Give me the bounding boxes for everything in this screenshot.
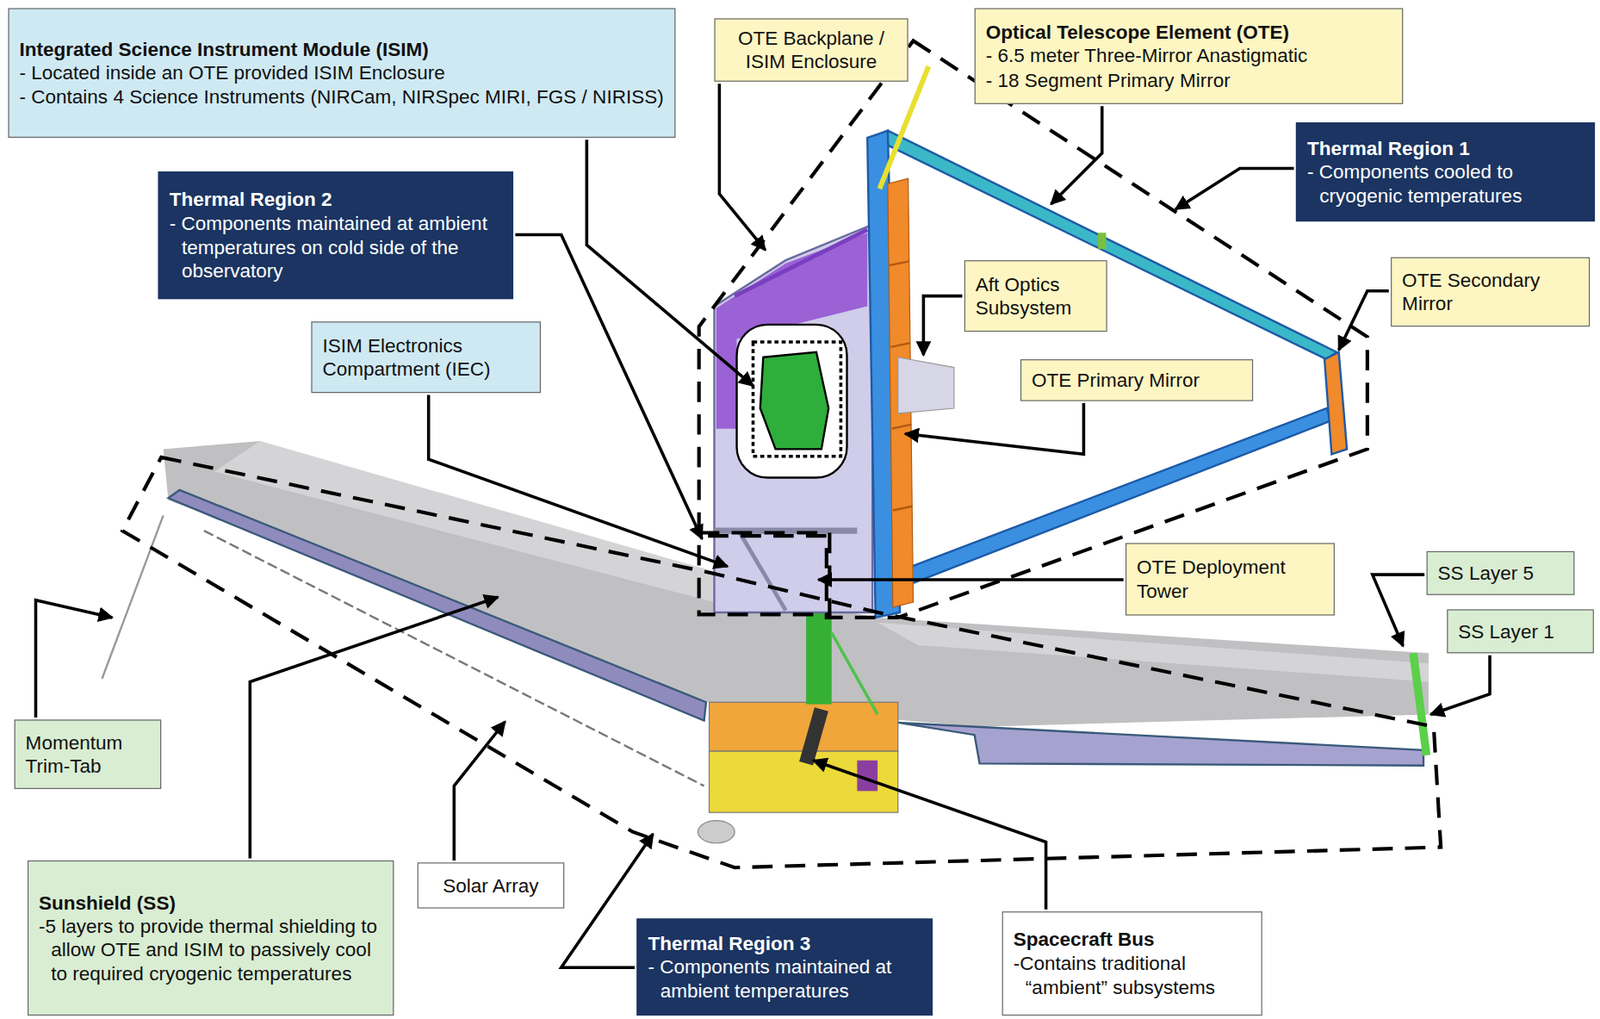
leader-line [453, 721, 505, 861]
bus-strut [806, 709, 822, 764]
antenna-dish [698, 820, 736, 844]
sunshield-pallet [898, 722, 1424, 766]
callout-text: - Components cooled to cryogenic tempera… [1307, 160, 1584, 208]
segment-gap [890, 342, 911, 348]
sunshield-edge [1413, 652, 1427, 755]
leader-line [35, 600, 112, 718]
leader-line [923, 296, 962, 356]
callout-box: Momentum Trim-Tab [14, 719, 162, 789]
callout-box: Thermal Region 2- Components maintained … [158, 171, 514, 299]
segment-gap [888, 260, 910, 266]
leader-line [818, 577, 1123, 582]
secondary-strut [872, 130, 1337, 360]
leader-line [586, 139, 753, 386]
leader-line [812, 760, 1046, 910]
strut-fitting [1097, 232, 1106, 249]
leader-line [249, 596, 498, 858]
callout-heading: Spacecraft Bus [1013, 927, 1252, 951]
backplane [713, 224, 873, 613]
callout-text: OTE Deployment Tower [1136, 555, 1324, 603]
leader-line [719, 83, 765, 250]
callout-box: OTE Deployment Tower [1125, 542, 1335, 615]
callout-box: Aft Optics Subsystem [964, 260, 1108, 332]
backplane-strut [739, 533, 786, 611]
callout-box: SS Layer 1 [1446, 608, 1594, 653]
bus-upper [709, 701, 899, 751]
thermal-region-3 [122, 457, 1441, 868]
callout-box: Solar Array [417, 862, 565, 908]
leader-line [1175, 168, 1294, 210]
callout-text: -5 layers to provide thermal shielding t… [38, 914, 383, 986]
callout-box: Optical Telescope Element (OTE)- 6.5 met… [974, 7, 1404, 104]
callout-box: Integrated Science Instrument Module (IS… [7, 7, 676, 137]
callout-heading: Thermal Region 3 [647, 931, 922, 956]
callout-box: OTE Primary Mirror [1020, 359, 1253, 402]
callout-heading: Thermal Region 1 [1307, 136, 1584, 160]
callout-box: Thermal Region 1- Components cooled to c… [1296, 122, 1595, 222]
backplane-edge [734, 229, 868, 297]
leader-line [1430, 655, 1490, 715]
callout-text: - 6.5 meter Three-Mirror Anastigmatic [986, 43, 1393, 68]
segment-gap [893, 506, 913, 511]
isim-structure [752, 341, 841, 457]
callout-text: - Contains 4 Science Instruments (NIRCam… [19, 84, 665, 108]
leader-lines [35, 83, 1490, 968]
callout-box: SS Layer 5 [1426, 551, 1576, 596]
leader-line [905, 403, 1084, 454]
thermal-region-outlines [122, 40, 1441, 868]
aft-optics [898, 357, 955, 414]
antenna-boom [879, 66, 929, 189]
thermal-region-1 [699, 40, 1368, 617]
tower-strut [831, 632, 878, 715]
leader-line [1339, 291, 1390, 351]
callout-text: Momentum Trim-Tab [25, 730, 151, 778]
callout-text: SS Layer 1 [1457, 619, 1583, 643]
callout-text: OTE Primary Mirror [1031, 368, 1242, 392]
leader-line [1372, 574, 1425, 646]
callout-heading: Sunshield (SS) [38, 890, 383, 914]
callout-box: Thermal Region 3- Components maintained … [636, 917, 933, 1016]
callout-text: OTE Secondary Mirror [1401, 267, 1579, 316]
callout-text: Aft Optics Subsystem [975, 272, 1097, 320]
callout-text: - Components maintained at ambient tempe… [169, 211, 503, 283]
leader-line [428, 395, 728, 567]
callout-box: OTE Secondary Mirror [1390, 257, 1590, 328]
callout-heading: Optical Telescope Element (OTE) [986, 20, 1393, 44]
callout-text: - Located inside an OTE provided ISIM En… [19, 61, 665, 85]
science-instruments [760, 352, 829, 450]
leader-line [514, 235, 702, 540]
secondary-mirror [1324, 352, 1347, 454]
callout-heading: Thermal Region 2 [169, 187, 503, 211]
callout-box: OTE Backplane / ISIM Enclosure [713, 18, 908, 81]
callout-box: Sunshield (SS)-5 layers to provide therm… [27, 860, 394, 1016]
callout-text: ISIM Electronics Compartment (IEC) [322, 333, 530, 381]
callout-text: - 18 Segment Primary Mirror [986, 68, 1393, 92]
callout-box: Spacecraft Bus-Contains traditional “amb… [1002, 911, 1263, 1016]
isim-enclosure [737, 324, 848, 478]
callout-heading: Integrated Science Instrument Module (IS… [19, 37, 665, 62]
deployment-tower [806, 612, 832, 705]
sunshield-layer [877, 622, 1429, 683]
leader-line [1050, 105, 1102, 205]
callout-text: - Components maintained at ambient tempe… [647, 955, 922, 1003]
callout-text: OTE Backplane / ISIM Enclosure [725, 26, 897, 75]
callout-text: SS Layer 5 [1438, 561, 1564, 585]
callout-text: -Contains traditional “ambient” subsyste… [1013, 951, 1252, 999]
trim-tab [101, 514, 163, 679]
solar-array [204, 530, 705, 786]
segment-gap [892, 424, 912, 429]
callout-box: ISIM Electronics Compartment (IEC) [310, 321, 541, 393]
callout-text: Solar Array [428, 873, 554, 897]
